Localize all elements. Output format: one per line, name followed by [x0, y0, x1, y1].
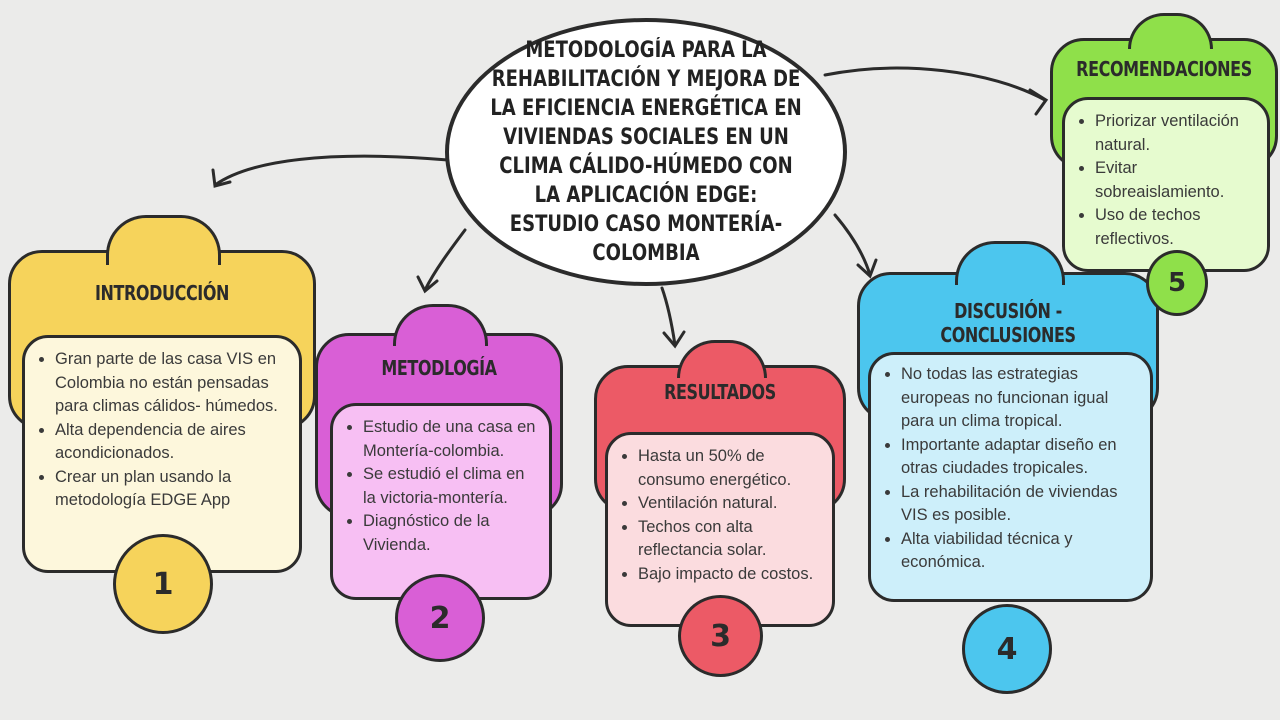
- central-title: METODOLOGÍA PARA LA REHABILITACIÓN Y MEJ…: [490, 38, 802, 266]
- list-item: Gran parte de las casa VIS en Colombia n…: [55, 348, 291, 419]
- number-badge-3: 3: [678, 595, 763, 677]
- list-item: Alta viabilidad técnica y económica.: [901, 528, 1142, 575]
- list-item: Importante adaptar diseño en otras ciuda…: [901, 434, 1142, 481]
- arrowhead-introduccion: [211, 168, 232, 188]
- arrow-to-resultados: [660, 286, 677, 347]
- list-item: No todas las estrategias europeas no fun…: [901, 363, 1142, 434]
- list-item: Evitar sobreaislamiento.: [1095, 157, 1259, 204]
- arrowhead-recomendaciones: [1028, 88, 1049, 116]
- metodologia-content: Estudio de una casa en Montería-colombia…: [330, 403, 552, 600]
- arrow-to-discusion: [833, 213, 872, 277]
- list-item: Bajo impacto de costos.: [638, 563, 824, 587]
- number-badge-4: 4: [962, 604, 1052, 694]
- list-item: Diagnóstico de la Vivienda.: [363, 510, 541, 557]
- arrow-to-introduccion: [213, 154, 450, 187]
- arrowhead-metodologia: [416, 275, 439, 294]
- header-tab: [955, 241, 1065, 285]
- introduccion-content: Gran parte de las casa VIS en Colombia n…: [22, 335, 302, 573]
- list-item: Estudio de una casa en Montería-colombia…: [363, 416, 541, 463]
- resultados-content: Hasta un 50% de consumo energético.Venti…: [605, 432, 835, 627]
- recomendaciones-content: Priorizar ventilación natural.Evitar sob…: [1062, 97, 1270, 272]
- arrowhead-resultados: [662, 330, 686, 349]
- list-item: Uso de techos reflectivos.: [1095, 204, 1259, 251]
- number-badge-2: 2: [395, 574, 485, 662]
- resultados-title: RESULTADOS: [664, 380, 776, 404]
- list-item: Alta dependencia de aires acondicionados…: [55, 419, 291, 466]
- list-item: Se estudió el clima en la victoria-monte…: [363, 463, 541, 510]
- number-badge-5: 5: [1146, 250, 1208, 316]
- arrow-to-metodologia: [423, 228, 467, 292]
- number-badge-1: 1: [113, 534, 213, 634]
- list-item: Priorizar ventilación natural.: [1095, 110, 1259, 157]
- arrow-to-recomendaciones: [823, 66, 1047, 102]
- discusion-content: No todas las estrategias europeas no fun…: [868, 352, 1153, 602]
- central-topic-bubble: METODOLOGÍA PARA LA REHABILITACIÓN Y MEJ…: [445, 18, 847, 286]
- arrowhead-discusion: [856, 258, 878, 279]
- recomendaciones-title: RECOMENDACIONES: [1076, 57, 1252, 81]
- discusion-title: DISCUSIÓN - CONCLUSIONES: [940, 299, 1076, 347]
- list-item: La rehabilitación de viviendas VIS es po…: [901, 481, 1142, 528]
- metodologia-title: METODLOGÍA: [381, 356, 497, 380]
- list-item: Ventilación natural.: [638, 492, 824, 516]
- introduccion-title: INTRODUCCIÓN: [94, 281, 230, 305]
- list-item: Hasta un 50% de consumo energético.: [638, 445, 824, 492]
- list-item: Techos con alta reflectancia solar.: [638, 516, 824, 563]
- list-item: Crear un plan usando la metodología EDGE…: [55, 466, 291, 513]
- header-tab: [106, 215, 221, 265]
